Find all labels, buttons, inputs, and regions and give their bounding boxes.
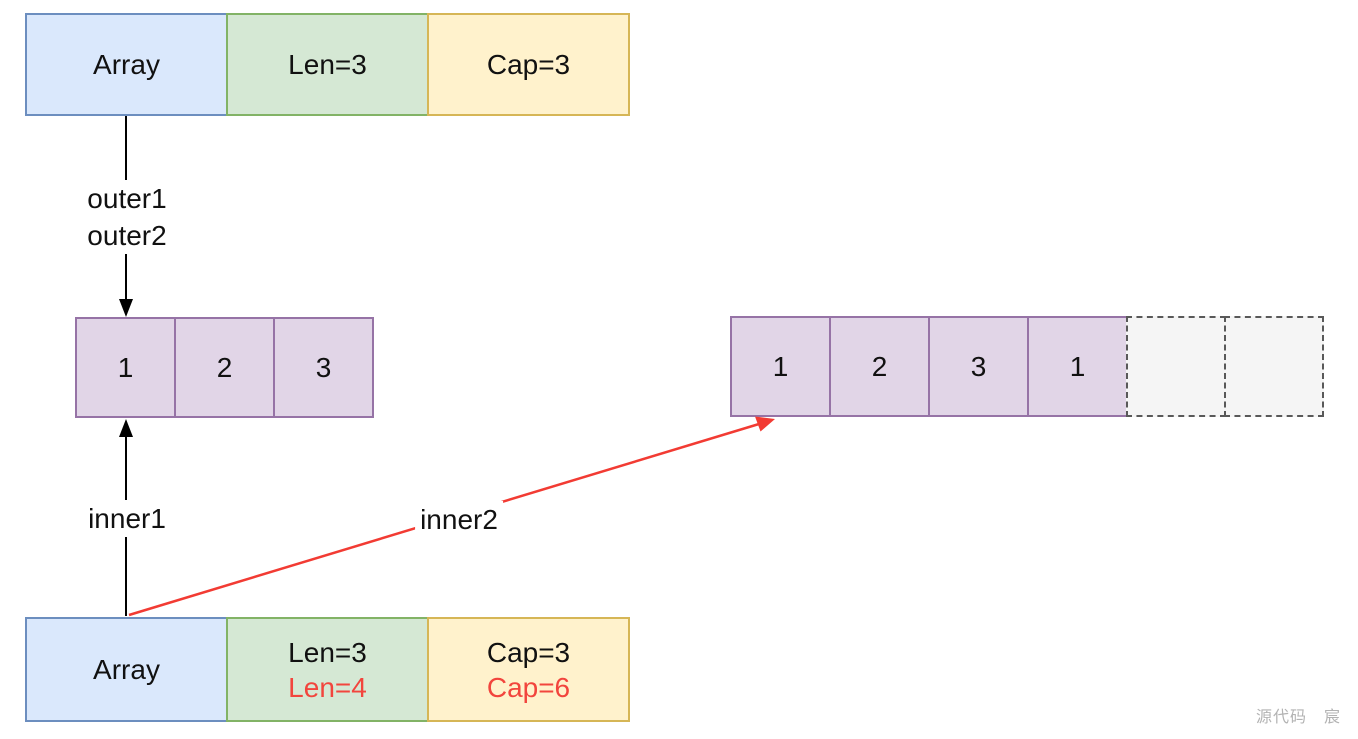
- outer1-label: outer1: [87, 183, 167, 214]
- array-cell: 3: [928, 316, 1029, 417]
- bottom-cap-cell: Cap=3 Cap=6: [427, 617, 630, 722]
- bottom-array-pointer-cell: Array: [25, 617, 228, 722]
- watermark-text: 源代码 宸: [1256, 709, 1342, 726]
- bottom-len-cell: Len=3 Len=4: [226, 617, 429, 722]
- len-new-value: Len=4: [288, 671, 367, 703]
- array-cell: 2: [829, 316, 930, 417]
- cap-old-value: Cap=3: [486, 636, 571, 668]
- top-cap-cell: Cap=3: [427, 13, 630, 116]
- old-backing-array: 1 2 3: [75, 317, 374, 418]
- new-backing-array: 1 2 3 1: [730, 316, 1324, 417]
- bottom-slice-struct: Array Len=3 Len=4 Cap=3 Cap=6: [25, 617, 630, 722]
- array-cell: 3: [273, 317, 374, 418]
- top-len-cell: Len=3: [226, 13, 429, 116]
- empty-capacity-cell: [1126, 316, 1226, 417]
- len-old-value: Len=3: [288, 636, 367, 668]
- cap-new-value: Cap=6: [486, 671, 571, 703]
- top-slice-struct: Array Len=3 Cap=3: [25, 13, 630, 116]
- array-cell: 2: [174, 317, 275, 418]
- inner1-label: inner1: [83, 500, 171, 537]
- array-cell: 1: [75, 317, 176, 418]
- array-cell: 1: [730, 316, 831, 417]
- outer2-label: outer2: [87, 220, 167, 251]
- top-array-pointer-cell: Array: [25, 13, 228, 116]
- array-cell: 1: [1027, 316, 1128, 417]
- outer-pointers-label: outer1 outer2: [82, 180, 172, 254]
- inner2-label: inner2: [415, 501, 503, 538]
- empty-capacity-cell: [1224, 316, 1324, 417]
